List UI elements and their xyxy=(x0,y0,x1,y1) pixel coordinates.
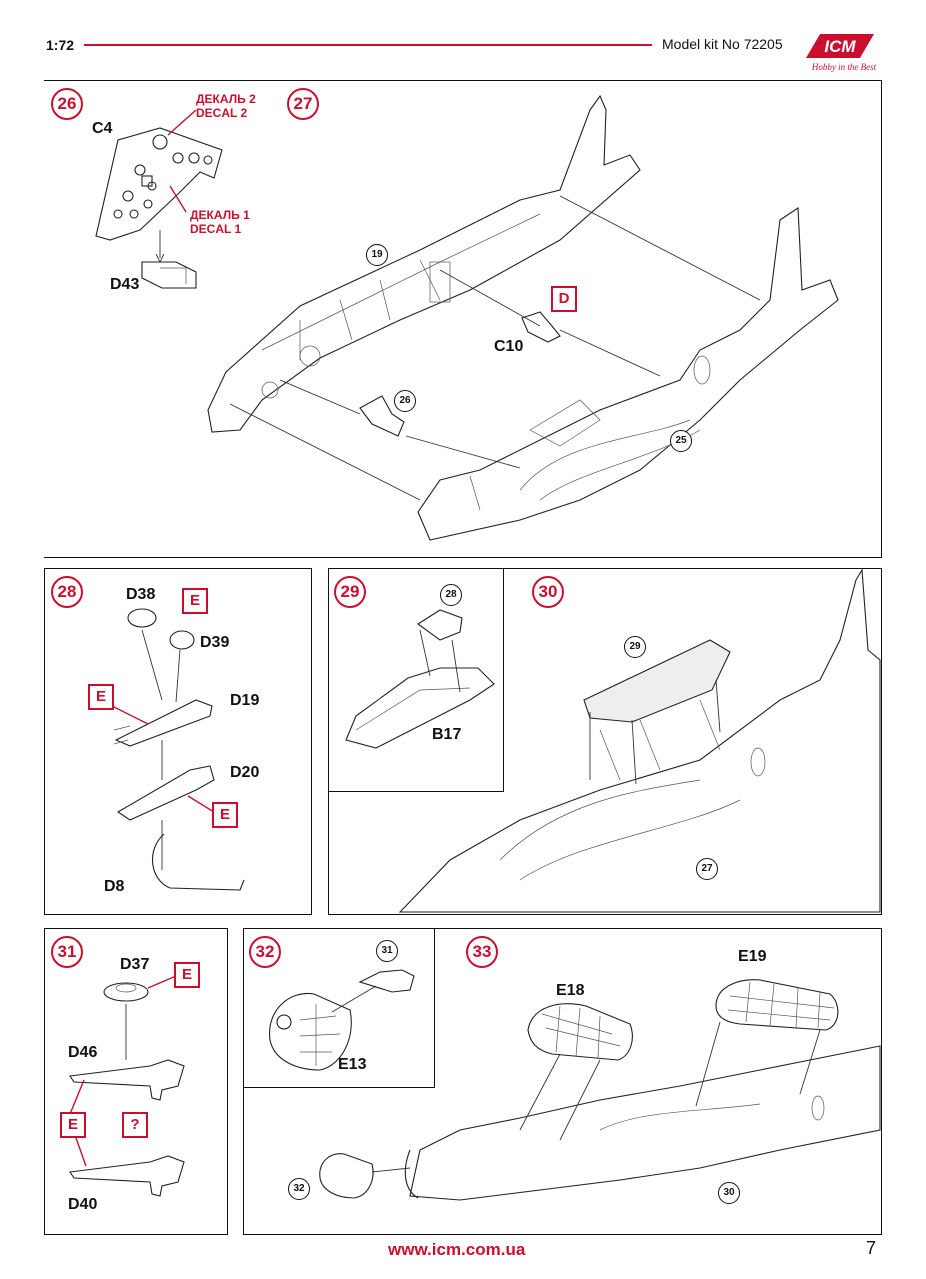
instrument-panel-drawing xyxy=(95,109,223,289)
paint-code-e-top: E xyxy=(182,588,208,614)
paint-code-e-d40: E xyxy=(60,1112,86,1138)
website-link[interactable]: www.icm.com.ua xyxy=(388,1240,526,1259)
ref-29: 29 xyxy=(624,636,646,658)
part-e18: E18 xyxy=(556,982,585,999)
icm-logo: ICM Hobby in the Best xyxy=(800,28,880,74)
part-d19: D19 xyxy=(230,692,260,709)
part-d38: D38 xyxy=(126,586,156,603)
part-d37: D37 xyxy=(120,956,150,973)
step-33-number: 33 xyxy=(466,936,498,968)
part-e19: E19 xyxy=(738,948,767,965)
part-d39: D39 xyxy=(200,634,230,651)
ref-27: 27 xyxy=(696,858,718,880)
paint-code-e-bottom: E xyxy=(212,802,238,828)
logo-text: ICM xyxy=(824,37,856,56)
gun-detail-drawing xyxy=(69,975,185,1197)
part-b17: B17 xyxy=(432,726,462,743)
step-31-number: 31 xyxy=(51,936,83,968)
decal-2-label-ru: ДЕКАЛЬ 2 xyxy=(196,92,256,106)
step-28-number: 28 xyxy=(51,576,83,608)
decal-2-label-en: DECAL 2 xyxy=(196,106,248,120)
step-28-panel xyxy=(44,568,312,915)
decal-1-label-en: DECAL 1 xyxy=(190,222,242,236)
nose-assembly-drawing xyxy=(319,979,881,1201)
page-number: 7 xyxy=(866,1238,877,1258)
ref-19: 19 xyxy=(366,244,388,266)
fuselage-half-drawing xyxy=(207,94,761,501)
paint-code-d: D xyxy=(551,286,577,312)
ref-25: 25 xyxy=(670,430,692,452)
part-d43: D43 xyxy=(110,276,140,293)
ref-26: 26 xyxy=(394,390,416,412)
canopy-frame-drawing xyxy=(345,609,495,749)
step-29-number: 29 xyxy=(334,576,366,608)
kit-number: Model kit No 72205 xyxy=(662,36,783,52)
header-rule xyxy=(84,44,652,46)
decal-1-label-ru: ДЕКАЛЬ 1 xyxy=(190,208,250,222)
paint-code-e-left: E xyxy=(88,684,114,710)
paint-code-e-d37: E xyxy=(174,962,200,988)
part-d40: D40 xyxy=(68,1196,98,1213)
step-27-number: 27 xyxy=(287,88,319,120)
logo-tagline: Hobby in the Best xyxy=(811,62,877,72)
ref-30: 30 xyxy=(718,1182,740,1204)
ref-31: 31 xyxy=(376,940,398,962)
part-e13: E13 xyxy=(338,1056,367,1073)
scale-label: 1:72 xyxy=(46,37,75,53)
ref-28: 28 xyxy=(440,584,462,606)
part-d8: D8 xyxy=(104,878,125,895)
step-27-panel xyxy=(44,80,882,558)
gun-assembly-drawing xyxy=(111,608,245,891)
ref-32: 32 xyxy=(288,1178,310,1200)
part-c4: C4 xyxy=(92,120,113,137)
nose-cone-drawing xyxy=(269,969,415,1071)
step-32-number: 32 xyxy=(249,936,281,968)
part-c10: C10 xyxy=(494,338,524,355)
part-d46: D46 xyxy=(68,1044,98,1061)
cockpit-assembly-drawing xyxy=(398,568,881,913)
option-mark: ? xyxy=(122,1112,148,1138)
fuselage-outer-drawing xyxy=(417,207,839,541)
part-d20: D20 xyxy=(230,764,260,781)
step-26-number: 26 xyxy=(51,88,83,120)
step-30-number: 30 xyxy=(532,576,564,608)
